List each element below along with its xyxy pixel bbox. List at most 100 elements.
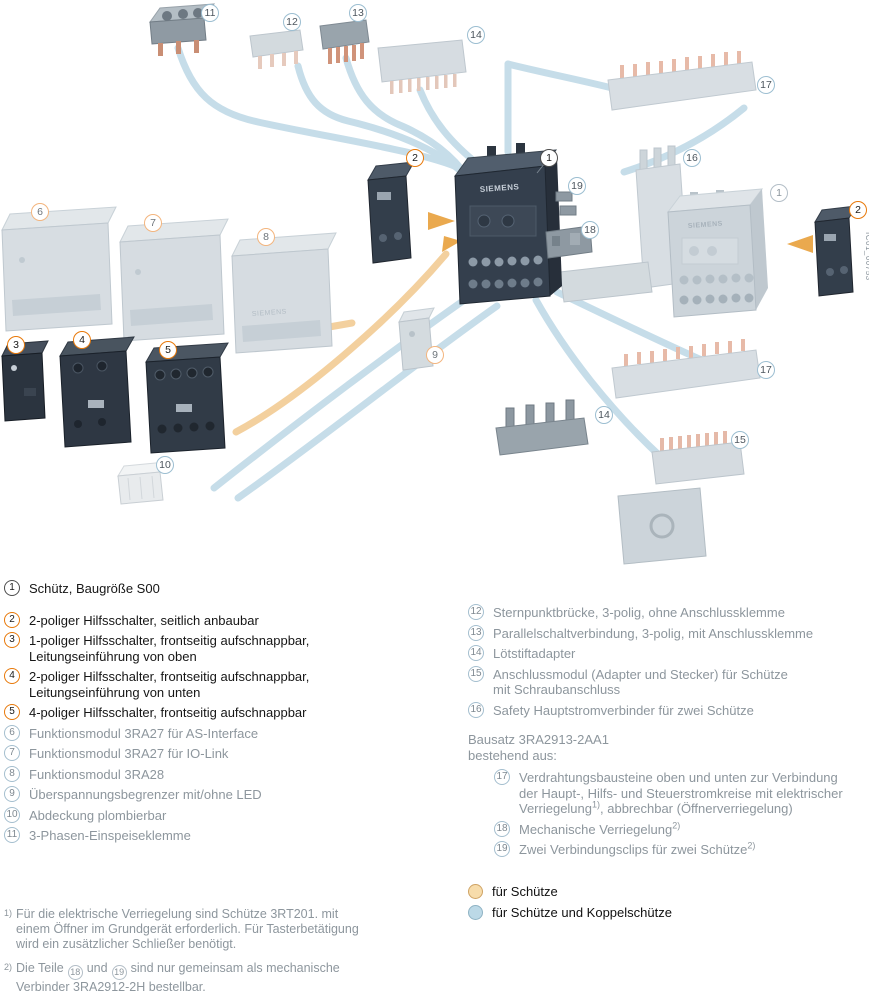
legend-num-11: 11 [4,827,20,843]
diagram-callout-13: 13 [349,4,367,22]
legend-item-18: 18 Mechanische Verriegelung2) [468,820,868,838]
diagram-callout-14: 14 [595,406,613,424]
legend-item-1: 1 Schütz, Baugröße S00 [4,580,462,597]
legend-num-10: 10 [4,806,20,823]
legend-text-16: Safety Hauptstromverbinder für zwei Schü… [493,702,754,718]
legend-item-16: 16 Safety Hauptstromverbinder für zwei S… [468,701,868,719]
legend-text-17: Verdrahtungsbausteine oben und unten zur… [519,770,843,817]
diagram-callout-1: 1 [540,149,558,167]
footnote-2-joiner: und [86,961,108,975]
legend-text-15: Anschlussmodul (Adapter und Stecker) für… [493,666,788,698]
legend-num-6: 6 [4,724,20,741]
aux-switch-side-mount [367,161,415,264]
bausatz-title: Bausatz 3RA2913-2AA1 [468,732,609,747]
legend-item-13: 13 Parallelschaltverbindung, 3-polig, mi… [468,624,868,642]
legend-left-column: 1 Schütz, Baugröße S00 2 2-poliger Hilfs… [4,580,462,849]
function-module-as-interface [1,206,117,332]
footnote-2-callout-19: 19 [111,965,127,980]
legend-item-6: 6 Funktionsmodul 3RA27 für AS-Interface [4,724,462,742]
footnote-2-part1: Die Teile [16,961,64,975]
legend-text-8: Funktionsmodul 3RA28 [29,766,165,782]
legend-num-15: 15 [468,665,484,682]
diagram-callout-7: 7 [144,214,162,232]
diagram-callout-8: 8 [257,228,275,246]
diagram-callout-17: 17 [757,76,775,94]
function-module-3ra28: SIEMENS [231,232,337,354]
legend-text-13: Parallelschaltverbindung, 3-polig, mit A… [493,625,814,641]
star-point-bridge [249,29,304,69]
exploded-view-diagram: SIEMENS SIEMENS [1,3,869,565]
legend-text-18-pre: Mechanische Verriegelung [519,821,673,837]
color-key-orange: für Schütze [468,883,868,899]
diagram-callout-6: 6 [31,203,49,221]
legend-text-17-sup: 1) [592,799,601,810]
blue-swatch [468,904,483,920]
legend-item-2: 2 2-poliger Hilfsschalter, seitlich anba… [4,611,462,629]
image-code: IC01_00753 [864,232,869,281]
wiring-module-bottom [611,339,761,399]
diagram-callout-17: 17 [757,361,775,379]
legend-num-8: 8 [4,765,20,782]
diagram-callout-12: 12 [283,13,301,31]
surge-suppressor [398,307,435,371]
diagram-callout-3: 3 [7,336,25,354]
connection-module [617,431,745,565]
legend-text-3: 1-poliger Hilfsschalter, frontseitig auf… [29,633,310,664]
legend-num-12: 12 [468,604,484,620]
legend-num-17: 17 [494,769,510,785]
diagram-callout-11: 11 [201,4,219,22]
legend-item-17: 17 Verdrahtungsbausteine oben und unten … [468,769,868,817]
legend-text-7: Funktionsmodul 3RA27 für IO-Link [29,746,229,761]
legend-text-14: Lötstiftadapter [493,646,576,661]
diagram-callout-18: 18 [581,221,599,239]
legend-text-4: 2-poliger Hilfsschalter, frontseitig auf… [29,669,310,700]
solder-pin-adapter-bottom [495,399,589,456]
legend-num-1: 1 [4,580,20,596]
footnote-1-marker: 1) [4,908,13,918]
legend-text-9: Überspannungsbegrenzer mit/ohne LED [29,787,262,802]
bausatz-subtitle: bestehend aus: [468,748,557,763]
mount-arrows [428,212,813,253]
brand-label-module: SIEMENS [252,309,287,318]
legend-text-11: 3-Phasen-Einspeiseklemme [29,828,191,843]
legend-num-2: 2 [4,611,20,628]
diagram-callout-19: 19 [568,177,586,195]
diagram-callout-2: 2 [849,201,867,219]
legend-num-16: 16 [468,701,484,718]
diagram-callout-14: 14 [467,26,485,44]
connecting-clips [555,191,577,216]
legend-item-15: 15 Anschlussmodul (Adapter und Stecker) … [468,665,868,698]
solder-pin-adapter-top [377,39,467,94]
legend-item-14: 14 Lötstiftadapter [468,645,868,662]
diagram-callout-2: 2 [406,149,424,167]
legend-num-5: 5 [4,704,20,720]
footnote-1-text: Für die elektrische Verriegelung sind Sc… [16,907,359,951]
aux-switch-side-mount-second [814,205,857,297]
legend-num-19: 19 [494,841,510,857]
legend-item-4: 4 2-poliger Hilfsschalter, frontseitig a… [4,668,462,700]
footnote-2-callout-18: 18 [67,965,83,980]
legend-item-11: 11 3-Phasen-Einspeiseklemme [4,827,462,844]
legend-text-18: Mechanische Verriegelung2) [519,820,681,838]
function-module-io-link [119,218,229,342]
legend-text-19-sup: 2) [747,840,756,851]
diagram-callout-15: 15 [731,431,749,449]
legend-item-12: 12 Sternpunktbrücke, 3-polig, ohne Ansch… [468,604,868,621]
footnote-2-marker: 2) [4,962,13,972]
wiring-module-top [607,51,757,111]
sealable-cover [117,461,167,505]
orange-swatch [468,883,483,899]
legend-item-10: 10 Abdeckung plombierbar [4,806,462,824]
legend-text-18-sup: 2) [672,820,681,831]
contactor-main: SIEMENS [453,143,562,305]
color-key-orange-label: für Schütze [492,883,558,899]
legend-text-10: Abdeckung plombierbar [29,807,167,823]
color-key-blue: für Schütze und Koppelschütze [468,904,868,920]
legend-item-7: 7 Funktionsmodul 3RA27 für IO-Link [4,745,462,762]
legend-num-14: 14 [468,645,484,661]
legend-text-6: Funktionsmodul 3RA27 für AS-Interface [29,725,259,741]
color-key: für Schütze für Schütze und Koppelschütz… [468,883,868,920]
legend-num-7: 7 [4,745,20,761]
